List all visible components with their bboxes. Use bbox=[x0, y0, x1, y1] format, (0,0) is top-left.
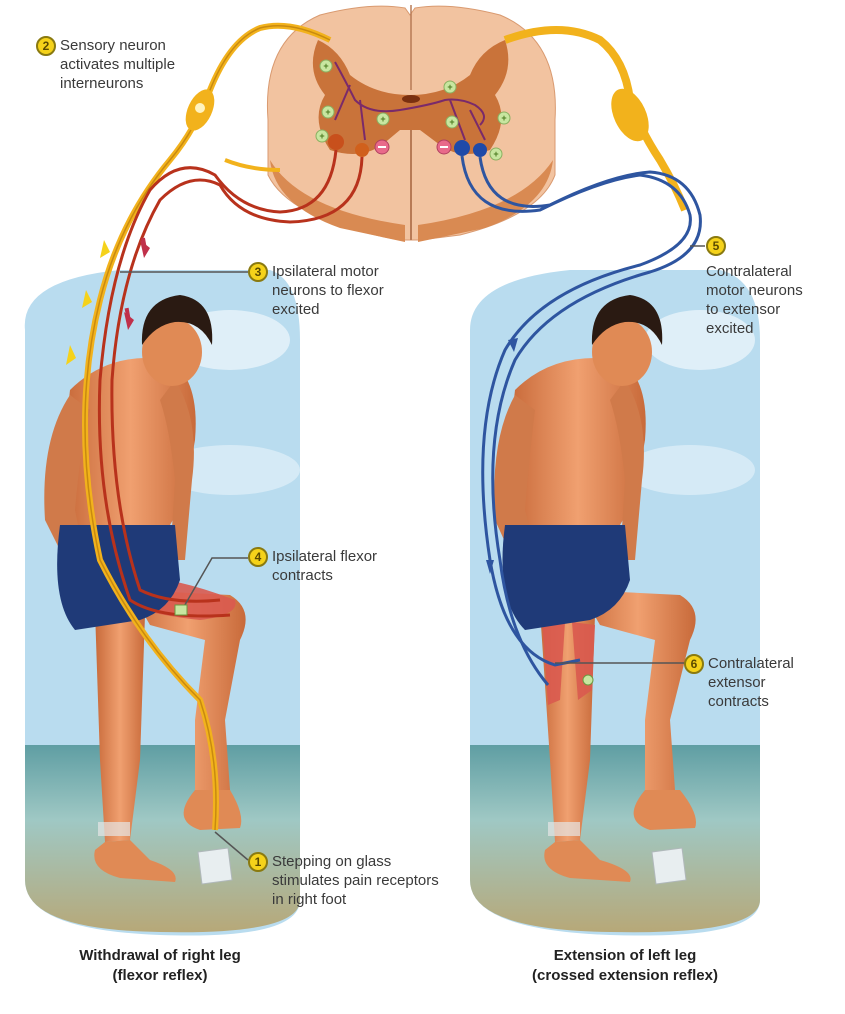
svg-text:+: + bbox=[501, 113, 506, 123]
step-label-2: Sensory neuron activates multiple intern… bbox=[60, 36, 175, 93]
step-badge-5: 5 bbox=[706, 236, 726, 256]
caption-left-subtitle: (flexor reflex) bbox=[112, 967, 208, 984]
step-badge-3: 3 bbox=[248, 262, 268, 282]
extensor-synapse-icon bbox=[582, 674, 594, 686]
step-badge-1: 1 bbox=[248, 852, 268, 872]
caption-right-title: Extension of left leg bbox=[553, 947, 697, 964]
caption-right-subtitle: (crossed extension reflex) bbox=[532, 967, 718, 984]
svg-text:+: + bbox=[323, 61, 328, 71]
contralateral-motor-pathway bbox=[460, 155, 702, 686]
excitatory-synapse-icons bbox=[315, 59, 511, 161]
svg-text:+: + bbox=[493, 149, 498, 159]
spinal-cord-cross-section: + + + + + + + + bbox=[266, 5, 556, 242]
step-text-5: Contralateral motor neurons to extensor … bbox=[706, 263, 803, 337]
svg-text:+: + bbox=[325, 107, 330, 117]
step-label-4: Ipsilateral flexor contracts bbox=[272, 547, 377, 585]
svg-text:+: + bbox=[380, 114, 385, 124]
svg-text:+: + bbox=[449, 117, 454, 127]
flexor-synapse-icon bbox=[174, 604, 188, 616]
caption-right: Extension of left leg (crossed extension… bbox=[490, 946, 760, 986]
inhibitory-synapse-icons bbox=[374, 139, 452, 155]
step-text-3: Ipsilateral motor neurons to flexor exci… bbox=[272, 263, 384, 318]
step-label-6: Contralateral extensor contracts bbox=[708, 654, 794, 711]
step-label-1: Stepping on glass stimulates pain recept… bbox=[272, 852, 439, 909]
step-text-6: Contralateral extensor contracts bbox=[708, 655, 794, 710]
step-text-2: Sensory neuron activates multiple intern… bbox=[60, 37, 176, 92]
step-badge-4: 4 bbox=[248, 547, 268, 567]
step-label-3: Ipsilateral motor neurons to flexor exci… bbox=[272, 262, 384, 319]
step-label-5: Contralateral motor neurons to extensor … bbox=[706, 262, 803, 338]
step-text-1: Stepping on glass stimulates pain recept… bbox=[272, 853, 439, 908]
step-text-4: Ipsilateral flexor contracts bbox=[272, 548, 378, 584]
step-badge-2: 2 bbox=[36, 36, 56, 56]
caption-left-title: Withdrawal of right leg bbox=[79, 947, 241, 964]
caption-left: Withdrawal of right leg (flexor reflex) bbox=[30, 946, 290, 986]
left-figure-withdrawal bbox=[44, 295, 246, 885]
svg-text:+: + bbox=[447, 82, 452, 92]
sensory-neuron-pathway bbox=[82, 22, 689, 831]
step-badge-6: 6 bbox=[684, 654, 704, 674]
leader-lines bbox=[120, 245, 705, 861]
svg-text:+: + bbox=[319, 131, 324, 141]
signal-direction-arrows bbox=[66, 237, 518, 574]
ipsilateral-motor-pathway bbox=[97, 149, 364, 618]
